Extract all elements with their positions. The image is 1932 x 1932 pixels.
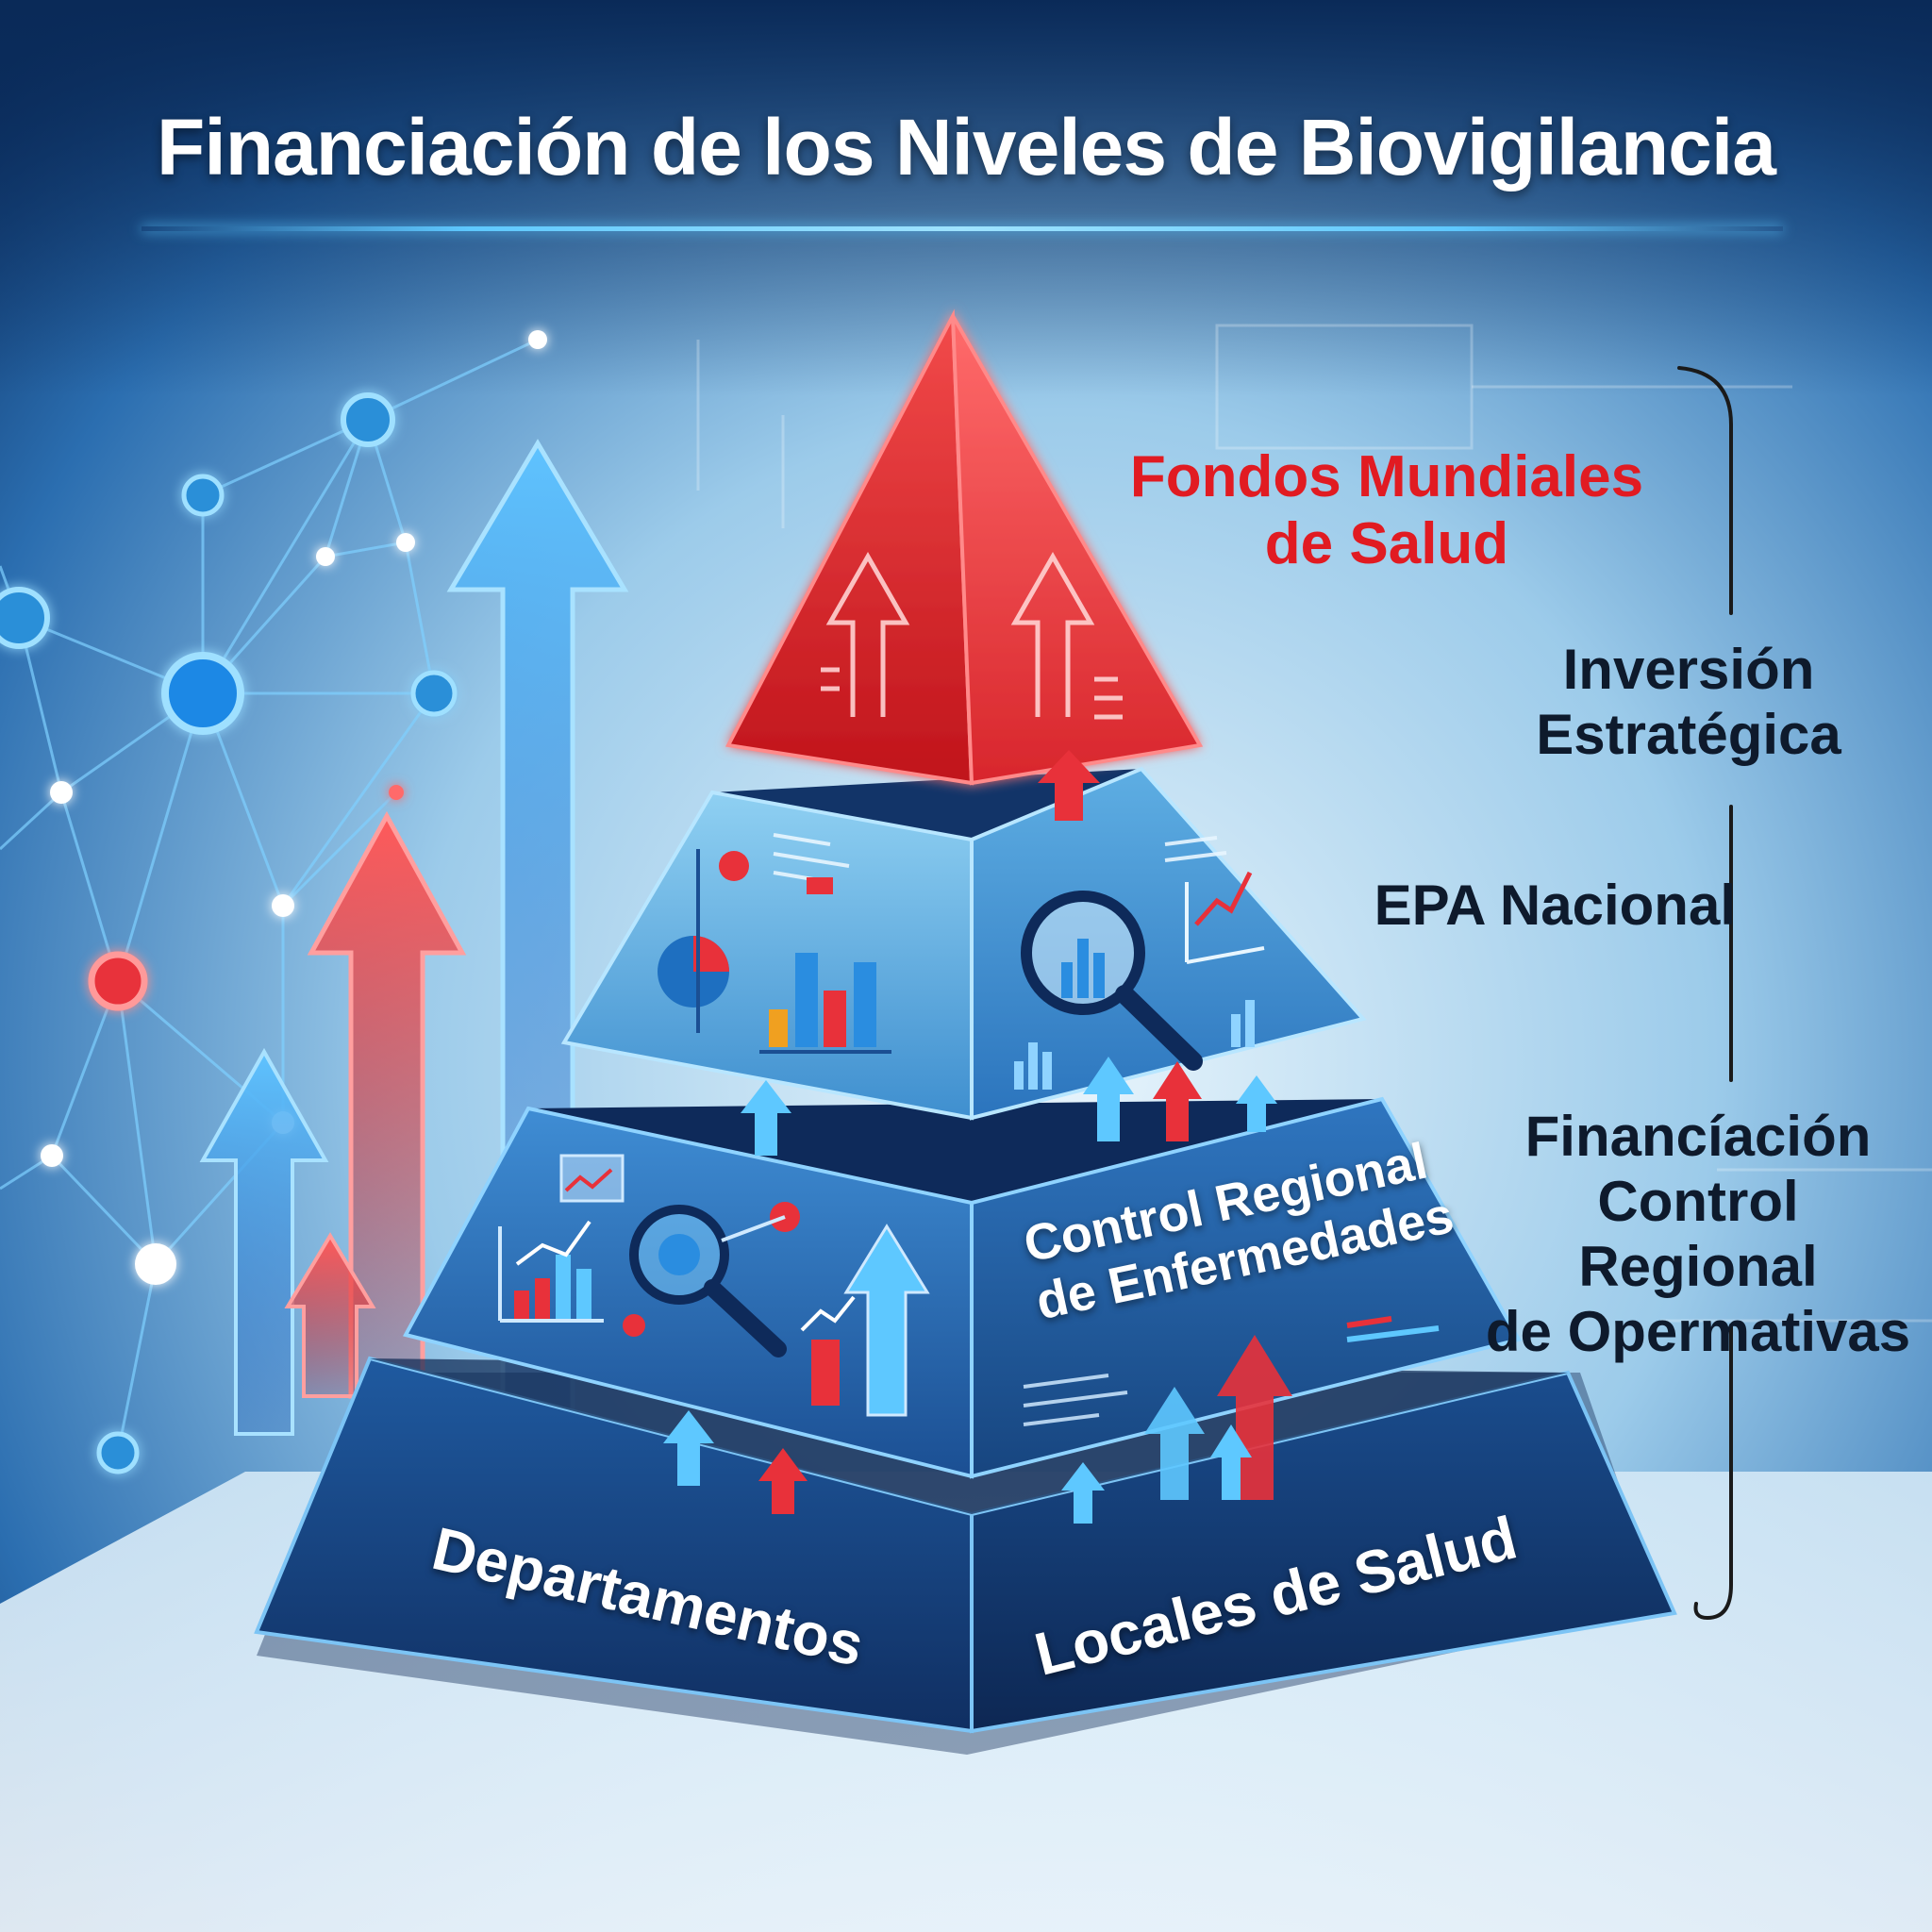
up-arrow-icon — [843, 1224, 930, 1417]
network-node-icon — [272, 894, 294, 917]
network-node-icon — [389, 785, 404, 800]
up-arrow-icon — [1061, 1462, 1105, 1524]
bar-chart-icon — [759, 953, 891, 1054]
up-arrow-icon — [825, 551, 910, 717]
network-node-icon — [50, 781, 73, 804]
bar-chart-icon — [1014, 1000, 1255, 1090]
network-node-icon — [161, 652, 244, 735]
background-arrows — [199, 439, 629, 1436]
bar-chart-icon — [800, 1295, 856, 1406]
side-label-strategic-line1: Inversión — [1562, 638, 1815, 701]
network-node-icon — [41, 1144, 63, 1167]
tech-grid-lines — [696, 324, 1932, 1323]
up-arrow-icon — [663, 1410, 714, 1486]
up-arrow-icon — [741, 1080, 791, 1156]
top-tier-label-line2: de Salud — [1264, 511, 1509, 577]
network-nodes — [0, 330, 547, 1474]
network-node-icon — [528, 330, 547, 349]
side-label-national: EPA Nacional — [1374, 874, 1736, 937]
upper-tier-top-face — [712, 769, 1141, 840]
top-tier-icons — [821, 551, 1123, 720]
magnifier-icon — [1021, 891, 1203, 1071]
network-node-icon — [96, 1431, 140, 1474]
base-tier-right-face — [970, 1370, 1677, 1734]
side-label-strategic-line2: Estratégica — [1536, 703, 1841, 766]
network-node-icon — [341, 392, 395, 447]
side-label-regional-line1: Financíación — [1524, 1105, 1872, 1168]
up-arrow-icon — [1210, 1424, 1252, 1500]
network-node-icon — [316, 547, 335, 566]
up-arrow-icon — [1144, 1387, 1205, 1500]
up-arrow-icon — [1083, 1057, 1134, 1141]
network-node-icon — [0, 587, 50, 649]
upper-tier-right-face — [970, 766, 1367, 1121]
rising-arrows — [663, 1057, 1292, 1524]
title-underline — [142, 226, 1783, 231]
side-label-regional-line3: de Opermativas — [1485, 1300, 1911, 1363]
network-node-icon — [88, 951, 148, 1011]
background-top-shade — [0, 0, 1932, 396]
magnifier-icon — [629, 1205, 787, 1357]
network-node-icon — [181, 474, 225, 517]
network-node-icon — [396, 533, 415, 552]
side-label-regional-line2: Control Regional — [1578, 1170, 1818, 1298]
page-title: Financiación de los Niveles de Biovigila… — [157, 103, 1776, 192]
up-arrow-icon — [1038, 750, 1100, 821]
level-bracket — [1677, 366, 1733, 1621]
line-chart-icon — [1185, 871, 1265, 964]
up-arrow-icon — [199, 1047, 329, 1436]
up-arrow-icon — [758, 1448, 808, 1514]
top-tier — [724, 308, 1204, 786]
middle-tier-icons — [498, 1154, 1440, 1426]
pyramid — [254, 308, 1677, 1755]
side-label-regional: Financíación Control Regional de Opermat… — [1472, 1104, 1924, 1364]
top-tier-right-face — [951, 315, 1204, 786]
side-label-strategic: Inversión Estratégica — [1509, 637, 1868, 767]
up-arrow-icon — [1153, 1061, 1202, 1141]
bar-chart-icon — [498, 1220, 604, 1323]
pie-chart-icon — [658, 936, 729, 1008]
network-node-icon — [135, 1243, 176, 1285]
up-arrow-icon — [284, 1232, 376, 1398]
up-arrow-icon — [1236, 1075, 1277, 1132]
up-arrow-icon — [1010, 551, 1095, 717]
network-node-icon — [410, 670, 458, 717]
middle-tier-right-face — [970, 1096, 1523, 1479]
upper-tier-icons — [658, 833, 1265, 1090]
top-tier-label: Fondos Mundiales de Salud — [1094, 443, 1679, 578]
top-tier-label-line1: Fondos Mundiales — [1129, 444, 1644, 509]
